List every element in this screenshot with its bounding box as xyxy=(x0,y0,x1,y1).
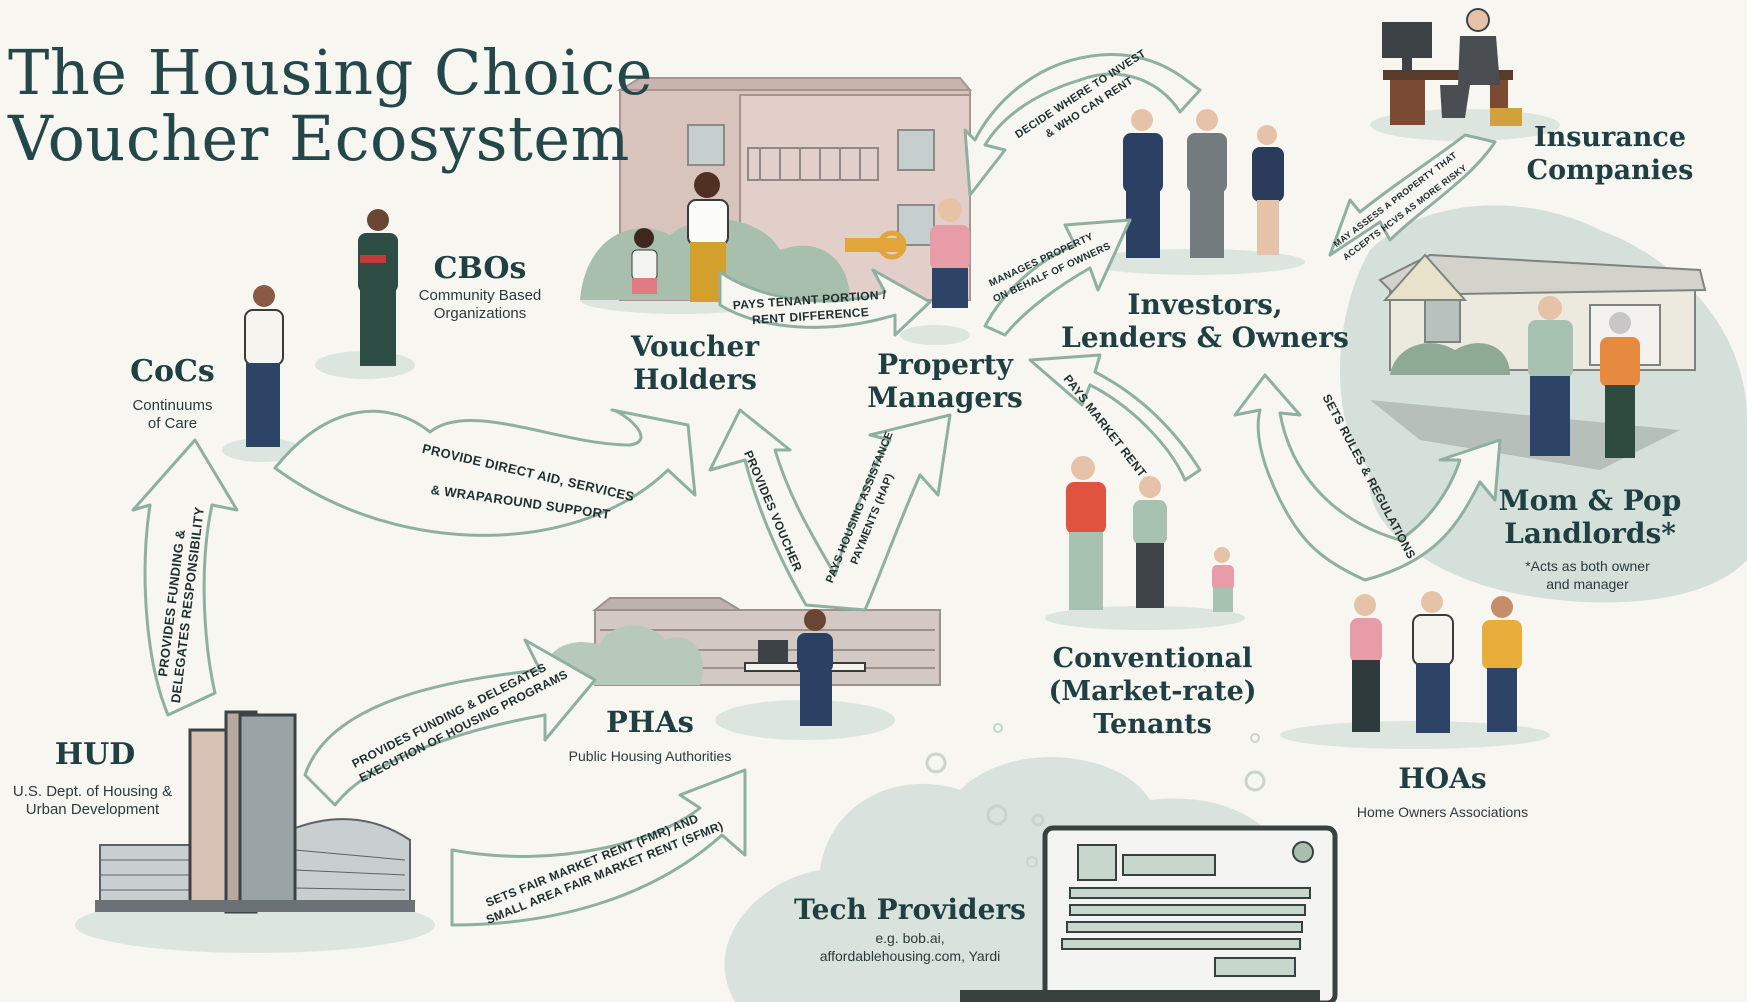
property-managers-title-line-2: Managers xyxy=(867,381,1023,414)
voucher-holders-title-line-1: Voucher xyxy=(630,330,760,363)
arrow-cocs-to-voucher xyxy=(273,408,697,537)
title-line-2: Voucher Ecosystem xyxy=(8,102,630,175)
mom-pop-note: *Acts as both owner and manager xyxy=(1505,557,1670,593)
coc-person-figure xyxy=(244,285,284,447)
pha-worker-figure xyxy=(744,609,866,726)
arrow-fmr xyxy=(450,768,747,927)
tenants-title-line-3: Tenants xyxy=(1093,709,1212,740)
investors-title: Investors, Lenders & Owners xyxy=(1060,288,1350,354)
bubble xyxy=(925,752,947,774)
tenant-shadow xyxy=(1045,606,1245,630)
property-managers-title: Property Managers xyxy=(860,348,1030,414)
laptop-illustration xyxy=(960,825,1338,1002)
tenants-title-line-2: (Market-rate) xyxy=(1048,676,1257,707)
investors-title-line-2: Lenders & Owners xyxy=(1061,321,1349,354)
tech-subtitle-line-1: e.g. bob.ai, xyxy=(875,930,945,946)
hud-subtitle-line-1: U.S. Dept. of Housing & xyxy=(12,783,173,800)
insurance-title-line-1: Insurance xyxy=(1533,122,1687,153)
voucher-holders-title: Voucher Holders xyxy=(615,330,775,396)
hoa-shadow xyxy=(1280,721,1550,749)
tenants-title: Conventional (Market-rate) Tenants xyxy=(1040,642,1265,741)
arrow-manages-property xyxy=(983,218,1132,337)
tenant-figures xyxy=(1066,456,1234,612)
cbos-subtitle-line-2: Organizations xyxy=(433,305,527,322)
tech-subtitle: e.g. bob.ai, affordablehousing.com, Yard… xyxy=(790,929,1030,965)
cbos-subtitle: Community Based Organizations xyxy=(400,287,560,323)
investor-figures xyxy=(1123,109,1284,258)
arrow-tenant-portion xyxy=(718,268,932,337)
cocs-subtitle: Continuums of Care xyxy=(110,397,235,433)
bubble xyxy=(1244,770,1266,792)
bubble xyxy=(986,804,1008,826)
arrow-hud-to-pha xyxy=(303,638,597,807)
tech-title: Tech Providers xyxy=(794,893,1026,926)
bubble xyxy=(1026,856,1038,868)
title-line-1: The Housing Choice xyxy=(8,36,653,109)
property-manager-figure xyxy=(845,198,970,308)
hud-subtitle-line-2: Urban Development xyxy=(25,801,160,818)
mom-pop-title-line-1: Mom & Pop xyxy=(1498,484,1682,517)
arrow-provides-voucher-hap xyxy=(708,408,952,612)
hud-subtitle: U.S. Dept. of Housing & Urban Developmen… xyxy=(0,783,185,819)
hoas-title: HOAs xyxy=(1398,762,1487,795)
tenants-title-line-1: Conventional xyxy=(1052,643,1253,674)
arrow-hud-to-cocs xyxy=(131,438,239,717)
arrow-insurance xyxy=(1328,133,1497,257)
arrow-market-rent xyxy=(1028,353,1202,482)
mom-pop-note-line-1: *Acts as both owner xyxy=(1525,558,1650,574)
mom-pop-title: Mom & Pop Landlords* xyxy=(1485,484,1695,550)
hud-title: HUD xyxy=(54,737,136,772)
arrow-decide xyxy=(963,53,1202,197)
bubble xyxy=(1250,733,1260,743)
insurance-title-line-2: Companies xyxy=(1526,155,1694,186)
mom-pop-note-line-2: and manager xyxy=(1546,576,1629,592)
hoa-figures xyxy=(1350,591,1522,733)
pha-building-illustration xyxy=(540,597,941,686)
phas-subtitle: Public Housing Authorities xyxy=(568,748,732,764)
phas-title: PHAs xyxy=(605,705,695,739)
insurance-desk-illustration xyxy=(1382,8,1522,126)
arrow-sets-rules xyxy=(1233,373,1502,582)
insurance-title: Insurance Companies xyxy=(1520,121,1700,187)
cbo-person-figure xyxy=(358,209,398,366)
investors-title-line-1: Investors, xyxy=(1127,288,1283,321)
hoas-subtitle: Home Owners Associations xyxy=(1356,804,1529,820)
tech-subtitle-line-2: affordablehousing.com, Yardi xyxy=(819,948,1001,964)
voucher-holders-title-line-2: Holders xyxy=(633,363,757,396)
cocs-shadow xyxy=(222,438,302,462)
cbos-title: CBOs xyxy=(433,251,527,286)
cbos-subtitle-line-1: Community Based xyxy=(418,287,542,304)
pm-shadow xyxy=(900,325,970,345)
voucher-holder-figures xyxy=(631,172,729,302)
cocs-subtitle-line-2: of Care xyxy=(147,415,198,432)
cocs-subtitle-line-1: Continuums xyxy=(132,397,213,414)
bubble xyxy=(993,723,1003,733)
cocs-title: CoCs xyxy=(130,354,215,389)
flow-arrows xyxy=(131,53,1502,927)
mom-pop-title-line-2: Landlords* xyxy=(1504,517,1676,550)
property-managers-title-line-1: Property xyxy=(877,348,1013,381)
hud-building-illustration xyxy=(95,710,415,914)
bubble xyxy=(1031,813,1045,827)
page-title: The Housing Choice Voucher Ecosystem xyxy=(8,40,653,172)
mom-pop-figures xyxy=(1528,296,1640,458)
